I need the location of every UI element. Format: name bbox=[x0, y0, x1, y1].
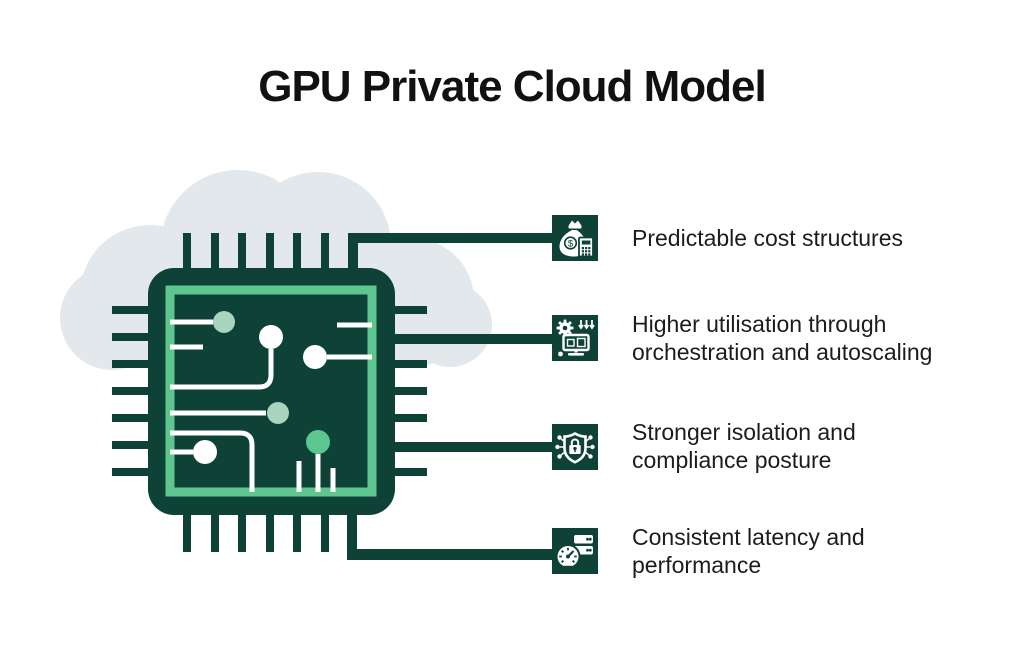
feature-line: compliance posture bbox=[632, 447, 832, 473]
feature-label-cost: Predictable cost structures bbox=[632, 224, 972, 252]
feature-label-isolation: Stronger isolation and compliance postur… bbox=[632, 418, 972, 474]
feature-line: Stronger isolation and bbox=[632, 419, 856, 445]
feature-line: orchestration and autoscaling bbox=[632, 339, 933, 365]
feature-line: performance bbox=[632, 552, 762, 578]
speedometer-icon bbox=[552, 528, 598, 574]
money-bag-calculator-icon: $ bbox=[559, 220, 594, 258]
feature-line: Predictable cost structures bbox=[632, 225, 904, 251]
feature-line: Higher utilisation through bbox=[632, 311, 887, 337]
shield-lock-icon bbox=[552, 424, 598, 470]
speedometer-server-icon bbox=[555, 535, 593, 570]
circuit-traces bbox=[170, 311, 372, 492]
orchestration-icon bbox=[552, 315, 598, 361]
page-title: GPU Private Cloud Model bbox=[258, 62, 767, 111]
shield-lock-icon bbox=[555, 431, 595, 464]
connector-lines bbox=[347, 233, 552, 560]
feature-label-utilisation: Higher utilisation through orchestration… bbox=[632, 310, 972, 366]
orchestration-autoscaling-icon bbox=[556, 319, 595, 357]
money-bag-icon: $ bbox=[552, 215, 598, 261]
feature-line: Consistent latency and bbox=[632, 524, 865, 550]
chip-pins bbox=[112, 233, 427, 552]
svg-text:$: $ bbox=[568, 238, 574, 249]
feature-label-latency: Consistent latency and performance bbox=[632, 523, 972, 579]
